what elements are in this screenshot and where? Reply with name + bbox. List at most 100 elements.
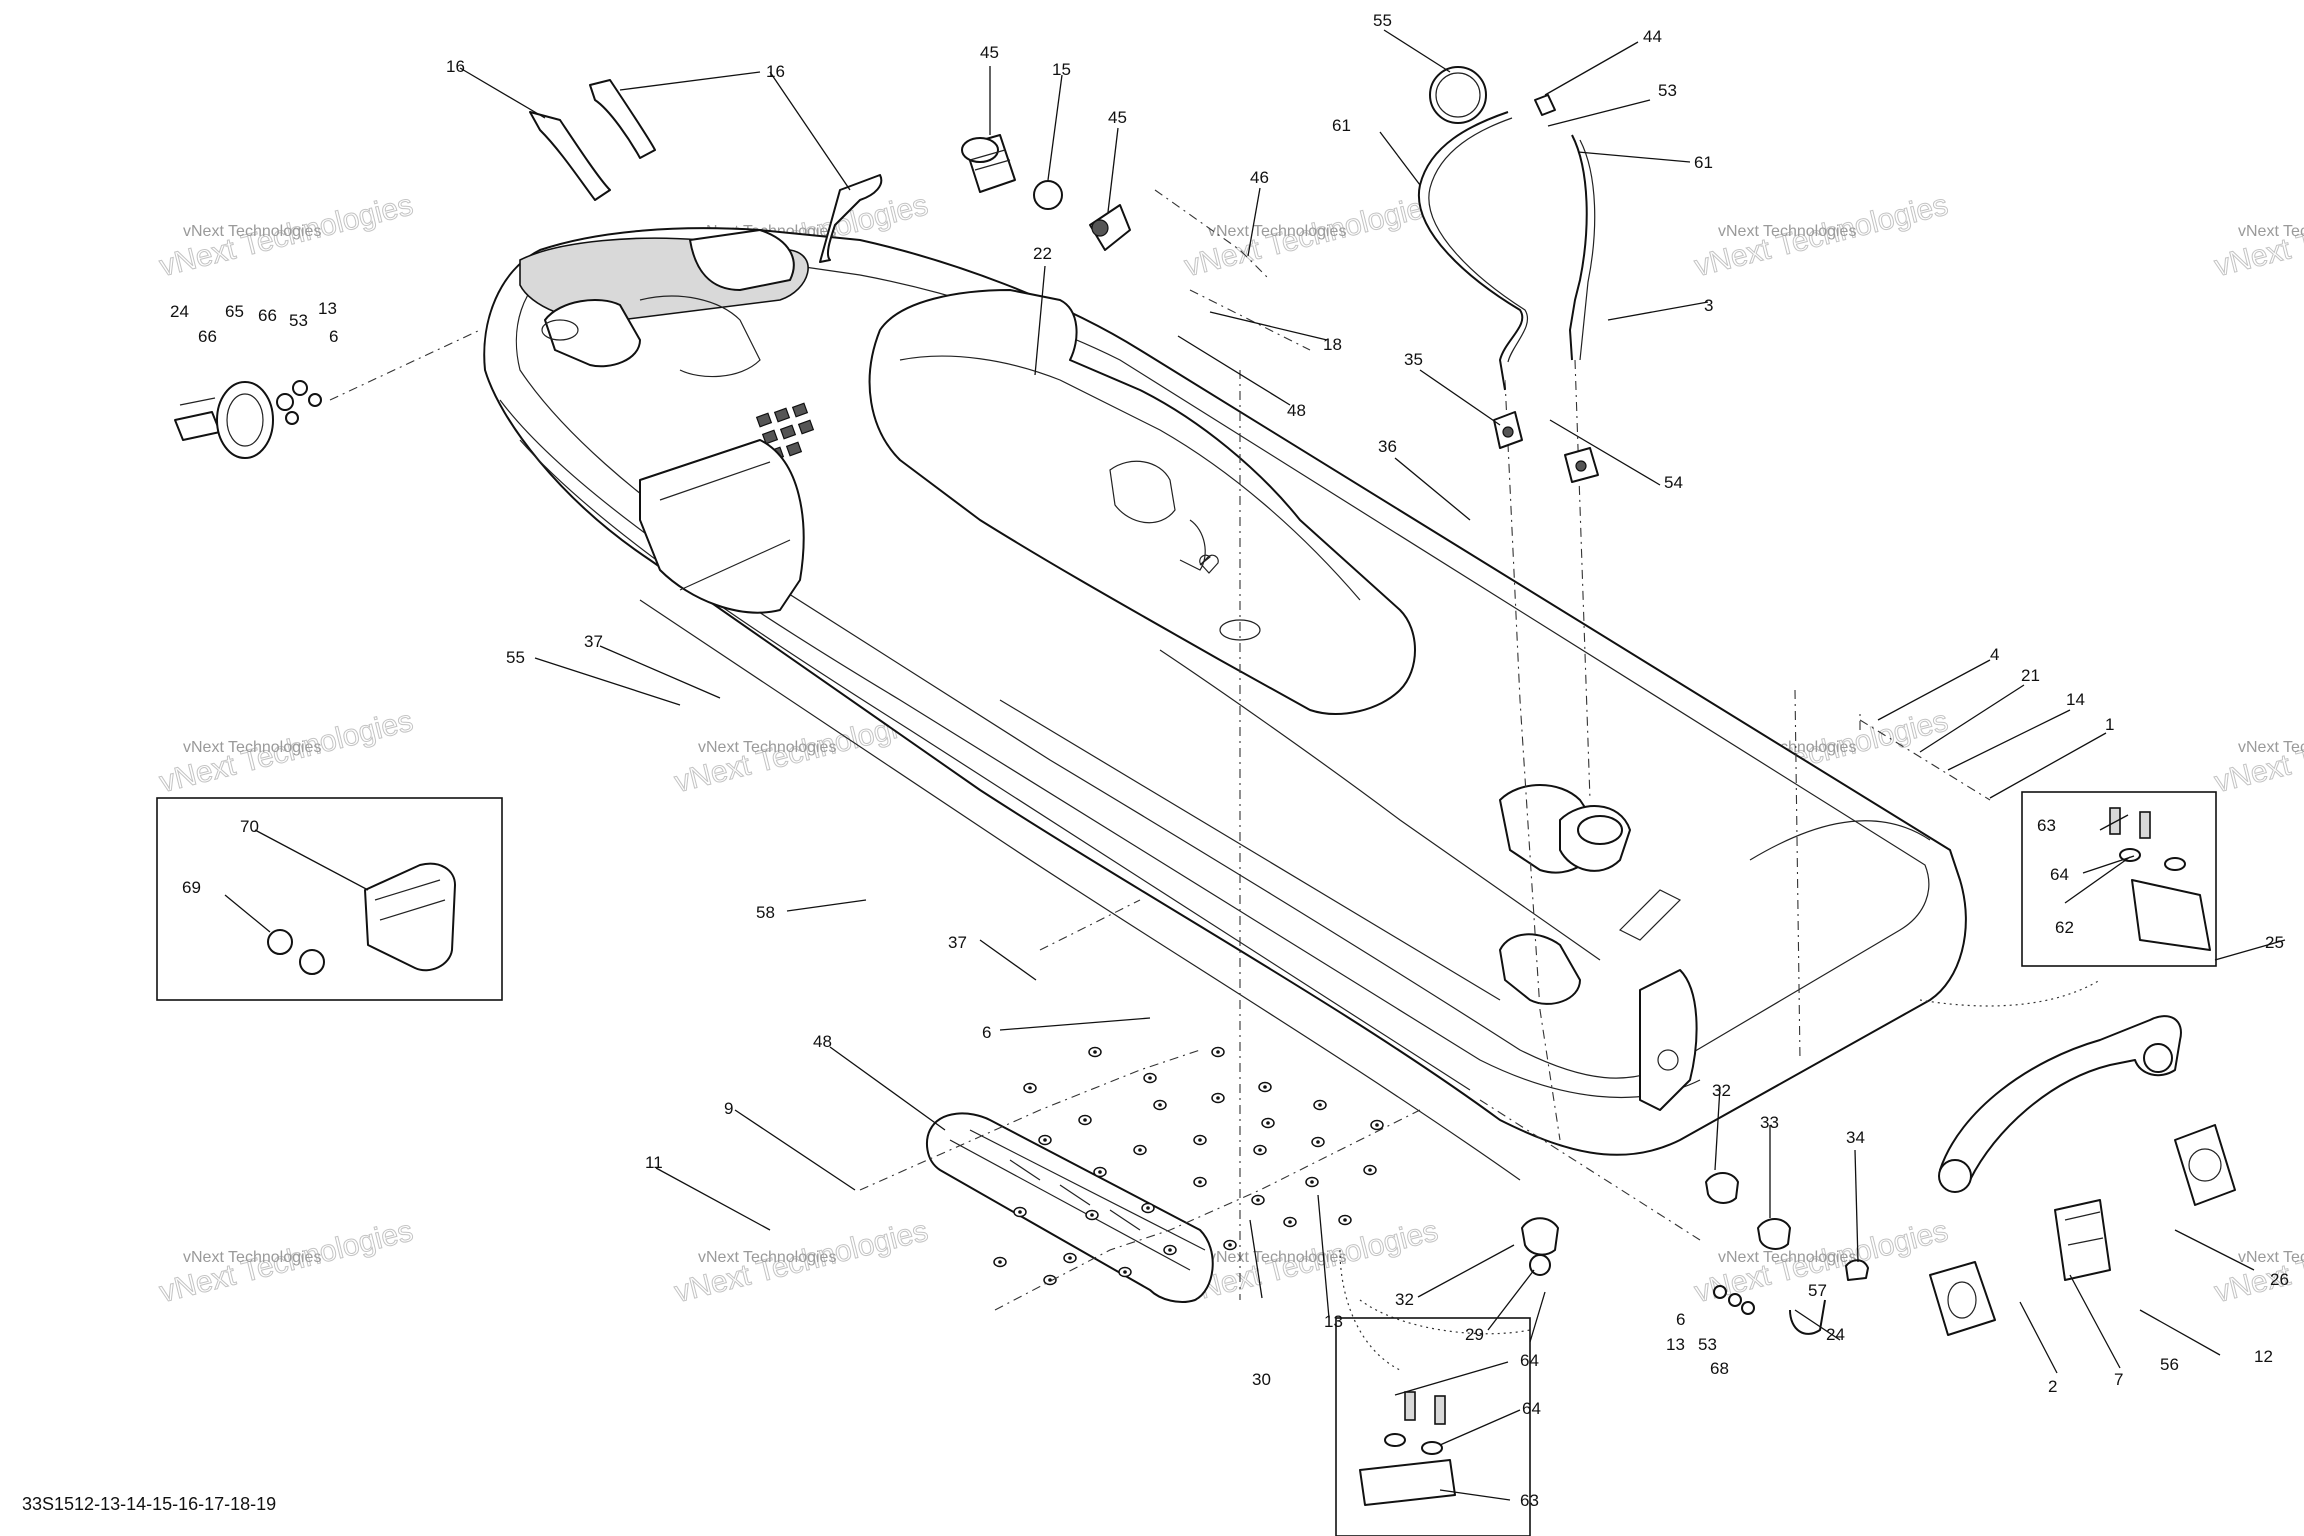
callout-18: 18 <box>1323 335 1342 354</box>
callout-4: 4 <box>1990 645 1999 664</box>
right-inset-box <box>2021 791 2217 967</box>
washer-hole <box>1216 1050 1220 1054</box>
washer-hole <box>1258 1148 1262 1152</box>
callout-34: 34 <box>1846 1128 1865 1147</box>
watermark-text: vNext Technologies <box>698 739 836 756</box>
callout-30: 30 <box>1252 1370 1271 1389</box>
callout-66a: 66 <box>198 327 217 346</box>
drain-valves <box>1493 411 1599 483</box>
callout-7: 7 <box>2114 1370 2123 1389</box>
washer-hole <box>1316 1140 1320 1144</box>
watermark-text: vNext Technologies <box>1208 223 1346 240</box>
washer-hole <box>1168 1248 1172 1252</box>
callout-32a: 32 <box>1395 1290 1414 1309</box>
washer-hole <box>1310 1180 1314 1184</box>
watermark-text: vNext Technologies <box>183 1249 321 1266</box>
washer-hole <box>1375 1123 1379 1127</box>
washer-hole <box>1256 1198 1260 1202</box>
washer-hole <box>1028 1086 1032 1090</box>
callout-16b: 16 <box>766 62 785 81</box>
callout-57: 57 <box>1808 1281 1827 1300</box>
callout-16a: 16 <box>446 57 465 76</box>
callout-2: 2 <box>2048 1377 2057 1396</box>
callout-70: 70 <box>240 817 259 836</box>
callout-53a: 53 <box>289 311 308 330</box>
callout-14: 14 <box>2066 690 2085 709</box>
callout-9: 9 <box>724 1099 733 1118</box>
callout-63b: 64 <box>1520 1351 1539 1370</box>
washer-hole <box>1198 1180 1202 1184</box>
callout-26: 26 <box>2270 1270 2289 1289</box>
assembly-lines <box>329 189 2101 1371</box>
callout-61a: 61 <box>1332 116 1351 135</box>
watermark-text: vNext Technologies <box>183 223 321 240</box>
washer-hole <box>1318 1103 1322 1107</box>
watermark-text: vNext Technologies <box>2238 223 2304 240</box>
drain-plug-parts <box>1521 1172 1869 1335</box>
callout-43: 44 <box>1643 27 1662 46</box>
callout-37b: 37 <box>948 933 967 952</box>
callout-64b: 64 <box>1522 1399 1541 1418</box>
callout-68: 68 <box>1710 1359 1729 1378</box>
watermark-text: vNext Technologies <box>2238 1249 2304 1266</box>
washer-hole <box>1090 1213 1094 1217</box>
left-drain-assembly <box>174 380 322 459</box>
callout-62a: 62 <box>2055 918 2074 937</box>
callout-36: 36 <box>1378 437 1397 456</box>
callout-15: 15 <box>1052 60 1071 79</box>
callout-33: 33 <box>1760 1113 1779 1132</box>
callout-6a: 6 <box>329 327 338 346</box>
callout-45a: 48 <box>1287 401 1306 420</box>
left-inset-box <box>156 797 503 1001</box>
callout-54: 54 <box>1664 473 1683 492</box>
washer-hole <box>1343 1218 1347 1222</box>
washer-hole <box>1068 1256 1072 1260</box>
callout-45b: 53 <box>1658 81 1677 100</box>
hose-assembly <box>1417 66 1596 391</box>
callout-35: 35 <box>1404 350 1423 369</box>
washer-hole <box>1368 1168 1372 1172</box>
callout-53b: 53 <box>1698 1335 1717 1354</box>
callout-25: 25 <box>2265 933 2284 952</box>
callout-65: 65 <box>225 302 244 321</box>
rear-cover-parts <box>1929 1124 2236 1336</box>
washer-hole <box>1093 1050 1097 1054</box>
chine-rail <box>926 1112 1214 1303</box>
callout-37a: 37 <box>584 632 603 651</box>
callout-6b: 6 <box>982 1023 991 1042</box>
washer-hole <box>1083 1118 1087 1122</box>
watermark-text: vNext Technologies <box>183 739 321 756</box>
callout-56: 56 <box>2160 1355 2179 1374</box>
callout-66b: 66 <box>258 306 277 325</box>
rear-handle <box>1938 1015 2182 1193</box>
callout-11: 11 <box>645 1153 663 1172</box>
callout-46: 48 <box>813 1032 832 1051</box>
watermark-text: vNext Technologies <box>1718 1249 1856 1266</box>
callout-21: 21 <box>2021 666 2040 685</box>
footwell-grill <box>755 402 815 462</box>
washer-hole <box>1228 1243 1232 1247</box>
washer-hole <box>1266 1121 1270 1125</box>
bottom-inset-box <box>1335 1317 1531 1536</box>
washer-hole <box>1263 1085 1267 1089</box>
callout-62b: 63 <box>1520 1491 1539 1510</box>
callout-6c: 6 <box>1676 1310 1685 1329</box>
callout-69: 69 <box>182 878 201 897</box>
callout-labels: 16 16 45 15 45 22 46 18 48 55 61 44 53 6… <box>170 11 2289 1510</box>
callout-44: 46 <box>1250 168 1269 187</box>
callout-13c: 13 <box>1666 1335 1685 1354</box>
washer-hole <box>1148 1076 1152 1080</box>
callout-leaders <box>224 29 2286 1501</box>
watermark-text: vNext Technologies <box>1208 1249 1346 1266</box>
callout-32b: 32 <box>1712 1081 1731 1100</box>
grab-strap <box>529 79 883 263</box>
mounting-washers <box>993 1046 1384 1286</box>
callout-13b: 13 <box>1324 1312 1343 1331</box>
callout-61b: 61 <box>1694 153 1713 172</box>
callout-41: 45 <box>1108 108 1127 127</box>
washer-hole <box>1123 1270 1127 1274</box>
washer-hole <box>1138 1148 1142 1152</box>
diagram-code: 33S1512-13-14-15-16-17-18-19 <box>22 1494 276 1514</box>
washer-hole <box>1018 1210 1022 1214</box>
